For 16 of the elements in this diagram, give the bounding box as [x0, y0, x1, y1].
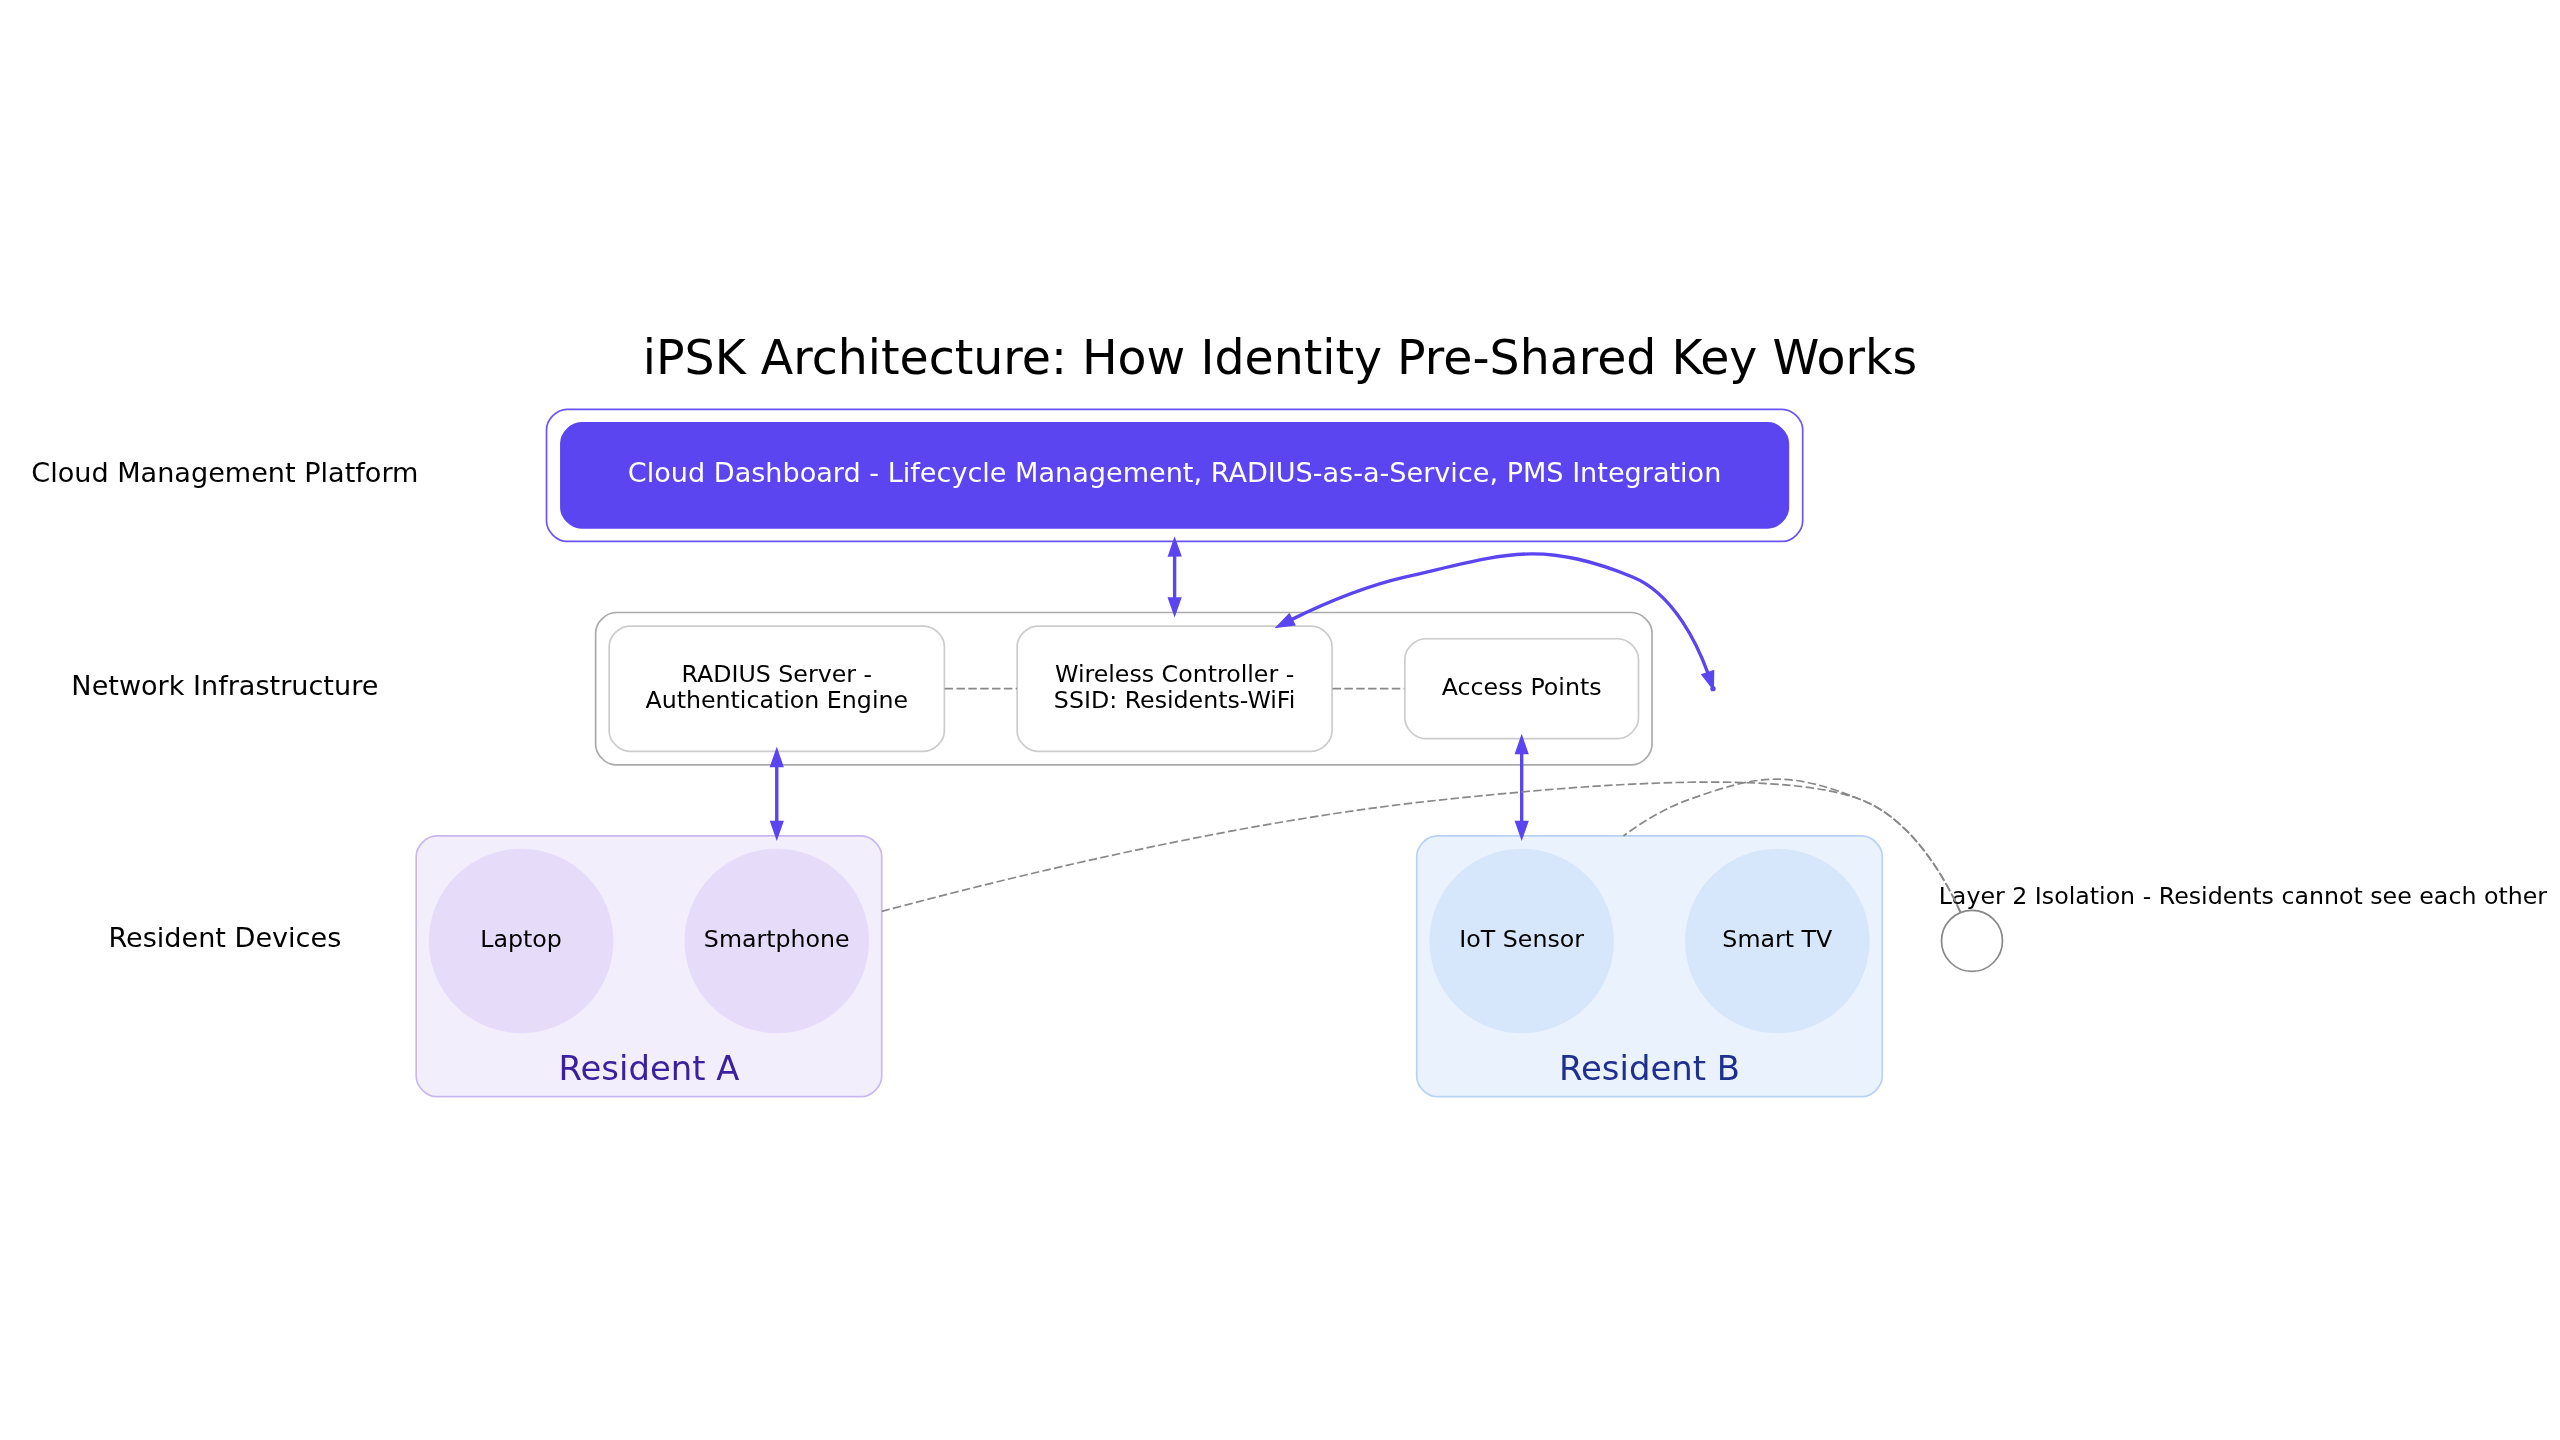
arrow — [1514, 733, 1529, 842]
connector — [1622, 778, 1962, 914]
cluster — [545, 408, 1804, 543]
arrow — [1167, 536, 1182, 618]
node-box: RADIUS Server - Authentication Engine — [608, 625, 946, 753]
label: Network Infrastructure — [71, 670, 379, 702]
label: Cloud Management Platform — [31, 456, 419, 488]
connector — [943, 687, 1018, 690]
node-circle — [1940, 909, 2004, 973]
arrow — [769, 746, 784, 842]
node-box: Access Points — [1404, 637, 1640, 740]
node-box: Wireless Controller - SSID: Residents-WiFi — [1016, 625, 1333, 753]
node-label: Layer 2 Isolation - Residents cannot see each other — [1938, 882, 2548, 911]
node-box: Cloud Dashboard - Lifecycle Management, RADIUS-as-a-Service, PMS Integration — [560, 422, 1790, 529]
label: Resident Devices — [108, 922, 342, 954]
diagram-title: iPSK Architecture: How Identity Pre-Shared Key Works — [642, 330, 1918, 386]
